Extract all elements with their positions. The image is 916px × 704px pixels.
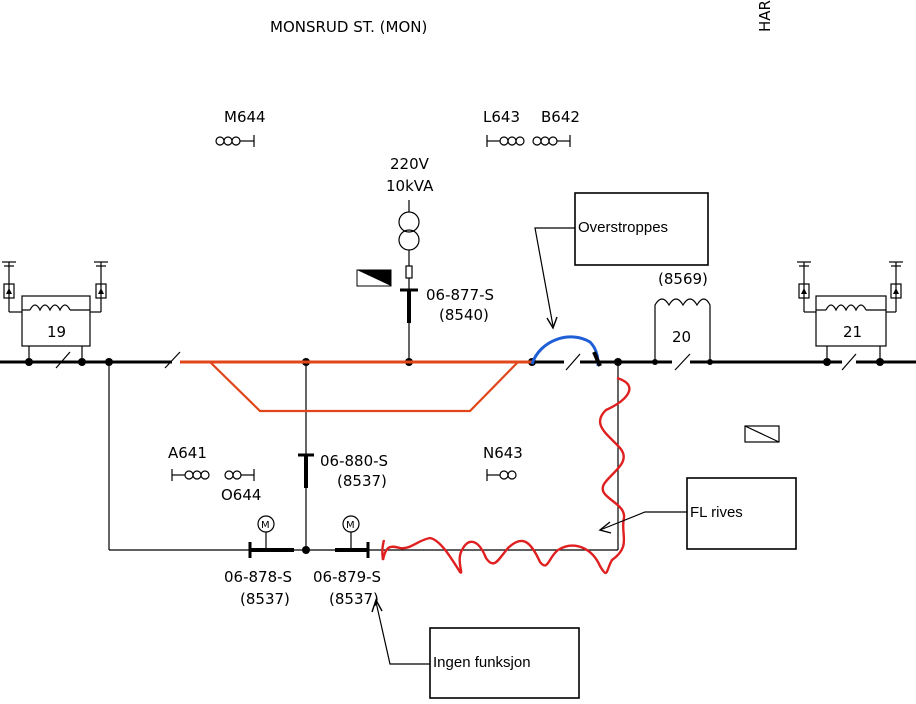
feeder-n643-symbol <box>486 469 517 481</box>
feeder-b642: B642 <box>541 108 580 126</box>
callout-ingen-funksjon-text: Ingen funksjon <box>433 654 531 671</box>
feeder-b642-symbol <box>532 135 571 147</box>
flag-symbol <box>356 269 392 287</box>
switch-879: M <box>335 515 370 558</box>
transformer-symbol <box>398 200 420 362</box>
cut-label: HAR <box>756 0 774 32</box>
switch-877-label: 06-877-S <box>426 286 494 304</box>
motor-878-label: M <box>261 520 270 531</box>
section-20: 20 (8569) <box>654 270 711 362</box>
station-title: MONSRUD ST. (MON) <box>270 18 427 36</box>
section-19: 19 <box>2 261 108 362</box>
switch-879-code: (8537) <box>329 590 379 608</box>
switch-878: M <box>248 515 294 558</box>
feeder-o644: O644 <box>221 486 261 504</box>
feeder-l643: L643 <box>483 108 520 126</box>
blue-jumper-end <box>592 351 602 367</box>
switch-880-label: 06-880-S <box>320 452 388 470</box>
feeder-a641: A641 <box>168 444 207 462</box>
red-removal-markup <box>381 376 631 575</box>
transformer-power: 10kVA <box>386 177 434 195</box>
feeder-m644-symbol <box>215 135 255 147</box>
switch-878-label: 06-878-S <box>224 568 292 586</box>
section-19-label: 19 <box>47 323 66 341</box>
callout-overstroppes: Overstroppes <box>534 192 709 330</box>
switch-878-code: (8537) <box>240 590 290 608</box>
feeder-m644: M644 <box>224 108 266 126</box>
callout-ingen-funksjon: Ingen funksjon <box>371 598 580 699</box>
code-8569: (8569) <box>658 270 708 288</box>
feeder-a641-symbol <box>171 469 210 481</box>
orange-markup <box>180 360 532 413</box>
callout-fl-rives: FL rives <box>598 477 797 550</box>
blocked-symbol <box>744 425 780 443</box>
switch-880-code: (8537) <box>337 472 387 490</box>
feeder-l643-symbol <box>486 135 525 147</box>
switch-880 <box>298 453 314 488</box>
section-20-label: 20 <box>672 328 691 346</box>
callout-fl-rives-text: FL rives <box>690 504 743 521</box>
switch-879-label: 06-879-S <box>313 568 381 586</box>
section-21: 21 <box>797 261 903 362</box>
feeder-o644-symbol <box>224 469 255 481</box>
switch-877-code: (8540) <box>439 306 489 324</box>
transformer-voltage: 220V <box>390 155 430 173</box>
lower-loop-wiring <box>108 362 619 554</box>
motor-879-label: M <box>346 520 355 531</box>
section-21-label: 21 <box>843 323 862 341</box>
callout-overstroppes-text: Overstroppes <box>578 219 668 236</box>
feeder-n643: N643 <box>483 444 523 462</box>
